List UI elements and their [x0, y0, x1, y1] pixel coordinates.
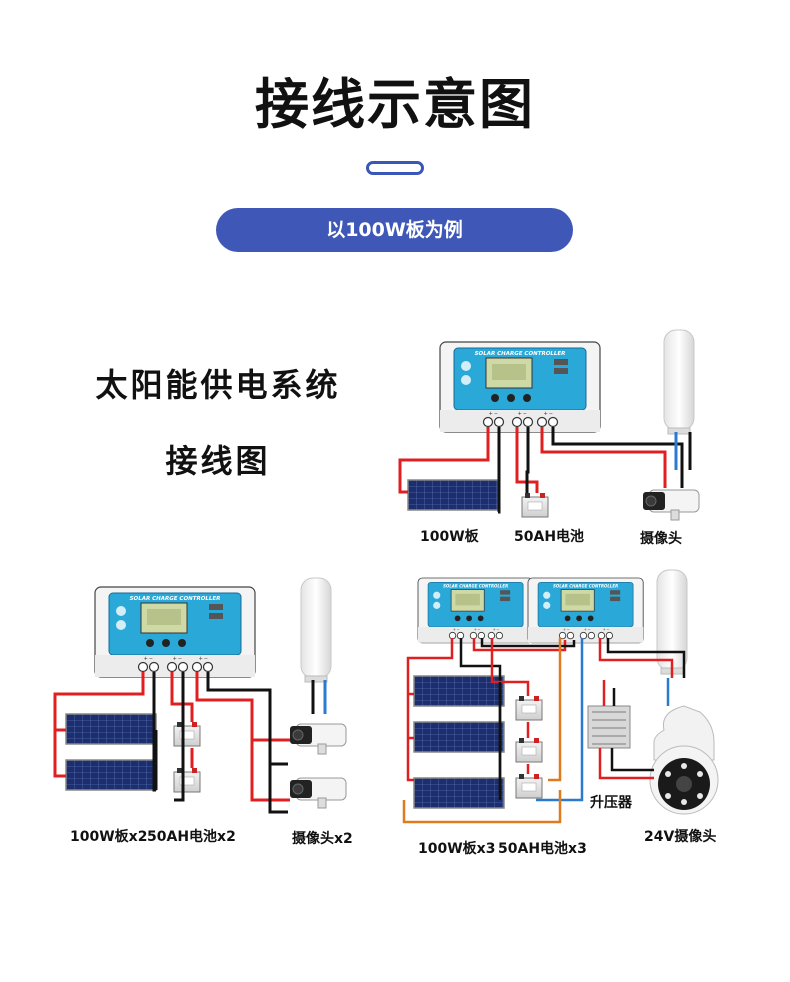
solar-panel — [413, 675, 505, 707]
solar-panel — [413, 777, 505, 809]
page-title: 接线示意图 — [255, 73, 535, 136]
battery-label: 50AH电池 — [514, 529, 585, 545]
camera-label: 24V摄像头 — [644, 829, 717, 845]
camera-label: 摄像头 — [640, 531, 682, 547]
example-pill: 以100W板为例 — [216, 208, 573, 252]
system-subtitle: 接线图 — [165, 442, 271, 480]
solar-panel — [413, 721, 505, 753]
decorative-ring — [366, 161, 424, 175]
panel-label: 100W板x2 — [70, 829, 148, 845]
solar-panel — [65, 713, 157, 745]
battery-label: 50AH电池x3 — [498, 841, 587, 857]
radio-tube — [300, 577, 332, 683]
camera — [289, 723, 347, 755]
battery — [173, 767, 201, 793]
charge-controller — [417, 577, 534, 644]
diagram-3 — [402, 569, 719, 824]
voltage-booster — [587, 705, 631, 749]
battery — [173, 721, 201, 747]
battery — [515, 737, 543, 763]
ptz-camera — [649, 705, 719, 815]
radio-tube — [656, 569, 688, 675]
charge-controller — [527, 577, 644, 644]
charge-controller — [94, 586, 256, 678]
charge-controller — [439, 341, 601, 433]
diagram-1 — [398, 329, 700, 521]
panel-label: 100W板 — [420, 529, 479, 545]
radio-tube — [663, 329, 695, 435]
battery — [515, 773, 543, 799]
battery-label: 50AH电池x2 — [147, 829, 236, 845]
solar-panel — [407, 479, 499, 511]
camera — [289, 777, 347, 809]
camera — [642, 489, 700, 521]
booster-label: 升压器 — [590, 795, 632, 811]
battery — [515, 695, 543, 721]
diagram-2 — [53, 577, 347, 814]
solar-panel — [65, 759, 157, 791]
panel-label: 100W板x3 — [418, 841, 496, 857]
system-title: 太阳能供电系统 — [95, 366, 341, 404]
camera-label: 摄像头x2 — [292, 831, 353, 847]
battery — [521, 492, 549, 518]
